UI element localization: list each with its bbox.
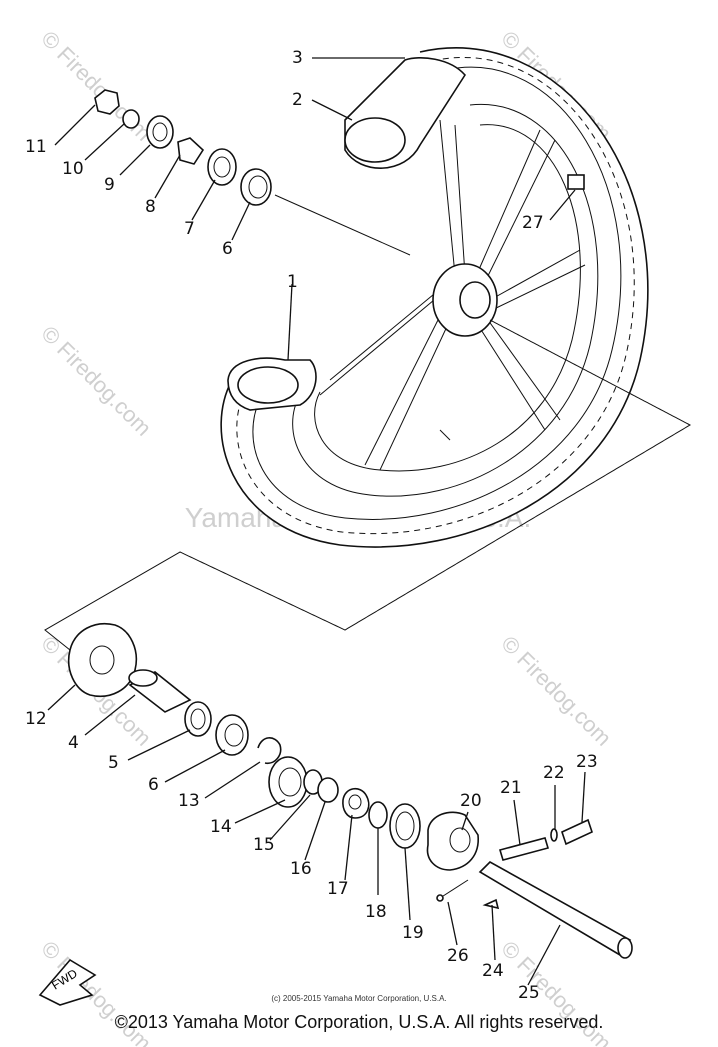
callout-7: 7 bbox=[184, 219, 195, 239]
lower-parts bbox=[68, 623, 633, 959]
part-11-nut bbox=[94, 89, 120, 115]
hub-bore bbox=[459, 281, 491, 319]
part-5-seal bbox=[184, 701, 212, 737]
tube-opening bbox=[344, 117, 406, 163]
callout-14: 14 bbox=[210, 817, 232, 837]
part-12-drive-plate bbox=[68, 623, 137, 697]
part-10-washer bbox=[122, 109, 140, 129]
part-7-seal bbox=[207, 148, 237, 186]
leader-6-upper-hub bbox=[274, 194, 411, 256]
callout-13: 13 bbox=[178, 791, 200, 811]
part-26-pin-head bbox=[436, 894, 444, 902]
callout-25: 25 bbox=[518, 983, 540, 1003]
part-19-seal bbox=[389, 803, 421, 849]
callout-12: 12 bbox=[25, 709, 47, 729]
callout-15: 15 bbox=[253, 835, 275, 855]
part-4-spacer-end bbox=[128, 669, 158, 687]
callout-6-lower: 6 bbox=[148, 775, 159, 795]
callout-19: 19 bbox=[402, 923, 424, 943]
callout-24: 24 bbox=[482, 961, 504, 981]
callout-20: 20 bbox=[460, 791, 482, 811]
part-21-fitting bbox=[498, 837, 550, 861]
callout-9: 9 bbox=[104, 175, 115, 195]
part-22-clip bbox=[550, 828, 558, 842]
part-6-bearing-lower bbox=[215, 714, 249, 756]
valve-stem bbox=[439, 429, 451, 441]
callout-labels: 3 2 1 11 10 9 8 7 6 27 12 4 5 6 13 14 15… bbox=[25, 48, 598, 1003]
callout-8: 8 bbox=[145, 197, 156, 217]
callout-26: 26 bbox=[447, 946, 469, 966]
callout-11: 11 bbox=[25, 137, 47, 157]
callout-5: 5 bbox=[108, 753, 119, 773]
callout-21: 21 bbox=[500, 778, 522, 798]
upper-parts bbox=[94, 89, 272, 206]
part-20-gear-housing bbox=[426, 811, 479, 871]
callout-10: 10 bbox=[62, 159, 84, 179]
watermark-firedog-3: © Firedog.com bbox=[36, 321, 156, 441]
copyright-footer: ©2013 Yamaha Motor Corporation, U.S.A. A… bbox=[114, 1012, 604, 1032]
callout-1: 1 bbox=[287, 272, 298, 292]
tire-tread-inner bbox=[252, 66, 622, 520]
callout-2: 2 bbox=[292, 90, 303, 110]
part-13-circlip bbox=[257, 737, 282, 765]
part-16-washer bbox=[317, 777, 339, 803]
small-copyright: (c) 2005-2015 Yamaha Motor Corporation, … bbox=[271, 994, 447, 1003]
callout-6-upper: 6 bbox=[222, 239, 233, 259]
callout-22: 22 bbox=[543, 763, 565, 783]
part-25-axle-end bbox=[617, 937, 633, 959]
tire-tread-pattern bbox=[236, 56, 635, 535]
part-9-seal bbox=[146, 115, 174, 149]
callout-18: 18 bbox=[365, 902, 387, 922]
callout-23: 23 bbox=[576, 752, 598, 772]
part-23-bolt bbox=[561, 818, 593, 846]
part-26-pin bbox=[439, 879, 469, 899]
callout-3: 3 bbox=[292, 48, 303, 68]
leader-lines bbox=[47, 57, 586, 986]
callout-17: 17 bbox=[327, 879, 349, 899]
part-25-axle bbox=[478, 861, 632, 957]
callout-27: 27 bbox=[522, 213, 544, 233]
rim-inner bbox=[314, 124, 581, 472]
assembly-guides bbox=[44, 319, 692, 651]
watermark-firedog-6: © Firedog.com bbox=[496, 631, 616, 751]
valve-cap bbox=[567, 174, 585, 190]
callout-4: 4 bbox=[68, 733, 79, 753]
part-17-gear bbox=[342, 787, 370, 819]
part-18-washer bbox=[368, 801, 388, 829]
wheel-assembly bbox=[220, 47, 649, 548]
wheel-spokes bbox=[319, 119, 586, 471]
tire-lower-opening bbox=[237, 366, 299, 404]
watermark-firedog-1: © Firedog.com bbox=[36, 26, 156, 146]
rim-outer bbox=[292, 103, 599, 497]
part-8-collar bbox=[177, 137, 205, 165]
callout-16: 16 bbox=[290, 859, 312, 879]
